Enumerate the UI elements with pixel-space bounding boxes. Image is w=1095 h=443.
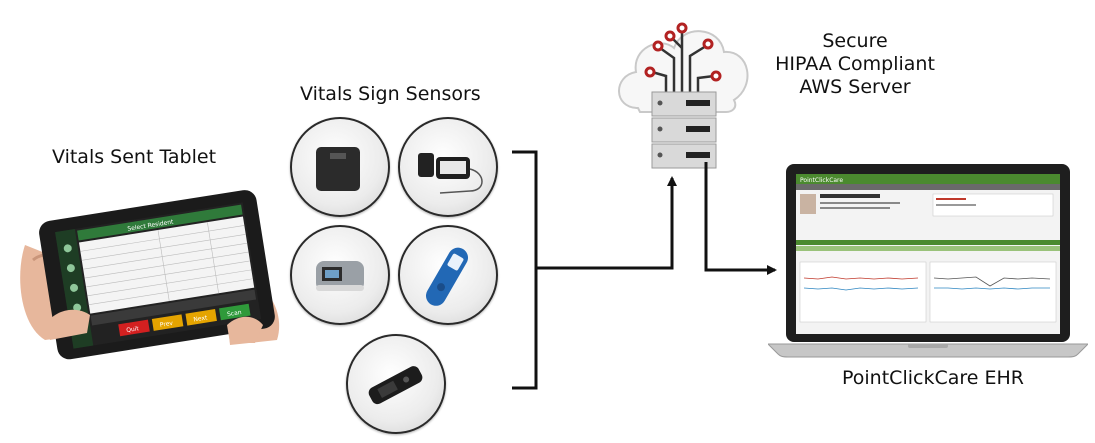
- tablet-scan-label: Scan: [227, 309, 243, 318]
- tablet-illustration: Select Resident Quit Prev Next Scan: [20, 190, 280, 360]
- glucose-meter-icon: [368, 366, 423, 405]
- ehr-label: PointClickCare EHR: [842, 367, 1024, 389]
- ehr-brand: PointClickCare: [800, 177, 843, 184]
- laptop-illustration: PointClickCare: [768, 164, 1088, 358]
- server-label-line1: Secure: [822, 30, 888, 52]
- tablet-quit-label: Quit: [126, 325, 140, 334]
- thermometer-icon: [426, 247, 468, 306]
- laptop-base: [768, 343, 1088, 358]
- tablet-scan-button: [219, 303, 251, 321]
- sensor-weight-scale: [290, 117, 390, 217]
- sensors-label: Vitals Sign Sensors: [300, 83, 481, 105]
- sensor-pulse-oximeter: [290, 225, 390, 325]
- tablet-prev-label: Prev: [159, 320, 173, 329]
- server-label-line2: HIPAA Compliant: [775, 53, 935, 75]
- weight-scale-icon: [316, 147, 360, 191]
- pulse-oximeter-icon: [316, 261, 364, 291]
- tablet-next-button: [185, 309, 217, 326]
- server-rack-icon: [651, 91, 717, 169]
- sensor-glucose-meter: [346, 334, 446, 434]
- cloud-server-illustration: [618, 22, 749, 169]
- sensor-bracket: [512, 150, 538, 390]
- server-label: Secure HIPAA Compliant AWS Server: [760, 30, 950, 99]
- sensor-thermometer: [398, 225, 498, 325]
- arrow-to-server: [536, 176, 677, 270]
- server-label-line3: AWS Server: [799, 76, 911, 98]
- sensor-blood-pressure: [398, 117, 498, 217]
- arrow-to-ehr: [704, 162, 777, 275]
- tablet-label: Vitals Sent Tablet: [52, 146, 217, 168]
- tablet-quit-button: [118, 319, 150, 337]
- tablet-prev-button: [151, 314, 184, 331]
- tablet-next-label: Next: [193, 314, 209, 323]
- blood-pressure-monitor-icon: [418, 153, 483, 194]
